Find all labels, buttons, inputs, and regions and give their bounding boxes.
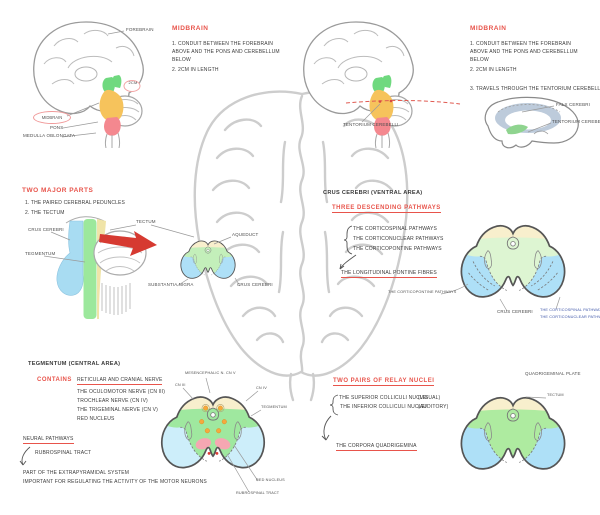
sagittal-brain-right-diagram <box>303 21 414 148</box>
two-major-parts-item1: 1. THE PAIRED CEREBRAL PEDUNCLES <box>25 200 126 206</box>
corticopontine-pointer-label: THE CORTICOPONTINE PATHWAYS <box>388 290 457 294</box>
superior-colliculi-item: THE SUPERIOR COLLICULI NUCLEI <box>339 395 428 401</box>
red-nucleus-right <box>214 438 231 450</box>
sagittal-brain-left-diagram <box>33 21 144 148</box>
red-nucleus-left <box>195 438 212 450</box>
superior-colliculi-type: (VISUAL) <box>418 395 441 401</box>
inferior-colliculi-item: THE INFERIOR COLLICULI NUCLEI <box>340 404 427 410</box>
axial-midbrain-right <box>460 224 566 298</box>
midbrain-point1-right: 1. CONDUIT BETWEEN THE FOREBRAIN ABOVE A… <box>470 41 578 63</box>
inferior-colliculi-type: (AUDITORY) <box>418 404 449 410</box>
tectum-bottom-right-label: TECTUM <box>547 393 564 397</box>
tectum-side-label: TECTUM <box>136 219 156 224</box>
quadrigeminal-plate-label: QUADRIGEMINAL PLATE <box>525 371 581 376</box>
pathway-corticopontine: THE CORTICOPONTINE PATHWAYS <box>353 246 442 252</box>
substantia-nigra-label: SUBSTANTIA NIGRA <box>148 282 194 287</box>
neural-pathways-heading: NEURAL PATHWAYS <box>23 436 74 444</box>
axial-midbrain-bottom <box>160 396 266 469</box>
tentorium-cerebelli-label: TENTORIUM CEREBELLI <box>552 119 600 124</box>
skull-diagram <box>484 96 579 149</box>
two-major-parts-item2: 2. THE TECTUM <box>25 210 65 216</box>
relay-nuclei-heading: TWO PAIRS OF RELAY NUCLEI <box>333 378 435 386</box>
crus-cerebri-side-label: CRUS CEREBRI <box>28 227 64 232</box>
pons-pink-region <box>104 117 121 136</box>
trigeminal-nerve: THE TRIGEMINAL NERVE (CN V) <box>77 407 158 413</box>
mesencephalic-label: MESENCEPHALIC N. CN V <box>185 371 236 375</box>
two-major-parts-heading: TWO MAJOR PARTS <box>22 187 94 194</box>
cn4-label: CN IV <box>256 386 267 390</box>
cranial-nerve-nuclei-dots <box>199 405 227 434</box>
tegmentum-title: TEGMENTUM (CENTRAL AREA) <box>28 361 121 367</box>
length-label: 2CM <box>128 80 138 85</box>
axial-midbrain-center <box>180 240 236 279</box>
three-descending-heading: THREE DESCENDING PATHWAYS <box>332 205 441 213</box>
rubrospinal-dots <box>207 451 219 455</box>
corpora-quadrigemina-note: THE CORPORA QUADRIGEMINA <box>336 443 417 451</box>
legend-corticonuclear: THE CORTICONUCLEAR PATHWAYS <box>540 315 600 319</box>
rubrospinal-tract-label: RUBROSPINAL TRACT <box>236 491 280 495</box>
tegmentum-band <box>83 219 97 319</box>
midbrain-point2-right: 2. 2CM IN LENGTH <box>470 67 517 73</box>
longitudinal-pontine-note: THE LONGITUDINAL PONTINE FIBRES <box>341 270 437 278</box>
falx-cerebri-label: FALX CEREBRI <box>556 102 591 107</box>
cn3-label: CN III <box>175 383 186 387</box>
red-nucleus-label: RED NUCLEUS <box>256 478 285 482</box>
midbrain-label-text: MIDBRAIN <box>41 115 63 120</box>
reticular-cranial-heading: RETICULAR AND CRANIAL NERVE <box>77 377 163 385</box>
tentorium-cerebelli-region <box>506 124 528 135</box>
legend-corticospinal: THE CORTICOSPINAL PATHWAYS <box>540 308 600 312</box>
crus-ventral-title: CRUS CEREBRI (VENTRAL AREA) <box>323 190 423 196</box>
midbrain-point1-left: 1. CONDUIT BETWEEN THE FOREBRAIN ABOVE A… <box>172 41 280 63</box>
midbrain-point3-right: 3. TRAVELS THROUGH THE TENTORIUM CEREBEL… <box>470 86 600 92</box>
aqueduct-label: AQUEDUCT <box>232 232 259 237</box>
crus-cerebri-axial-label: CRUS CEREBRI <box>237 282 273 287</box>
pathway-corticonuclear: THE CORTICONUCLEAR PATHWAYS <box>353 236 444 242</box>
oculomotor-nerve: THE OCULOMOTOR NERVE (CN III) <box>77 389 166 395</box>
pons-label: PONS <box>50 125 64 130</box>
midbrain-heading-right: MIDBRAIN <box>470 25 507 32</box>
faint-brain-sketch <box>193 90 409 402</box>
crus-cerebri-right-label: CRUS CEREBRI <box>497 309 533 314</box>
tegmentum-side-label: TEGMENTUM <box>25 251 56 256</box>
motor-neurons-note: IMPORTANT FOR REGULATING THE ACTIVITY OF… <box>23 479 207 485</box>
extrapyramidal-note: PART OF THE EXTRAPYRAMIDAL SYSTEM <box>23 470 130 476</box>
midbrain-point2-left: 2. 2CM IN LENGTH <box>172 67 219 73</box>
2cm-circle <box>123 80 141 92</box>
tegmentum-axial-label: TEGMENTUM <box>261 405 287 409</box>
red-nucleus-item: RED NUCLEUS <box>77 416 115 422</box>
midbrain-heading-left: MIDBRAIN <box>172 25 209 32</box>
trochlear-nerve: TROCHLEAR NERVE (CN IV) <box>77 398 148 404</box>
contains-label: CONTAINS <box>37 377 72 383</box>
forebrain-label: FOREBRAIN <box>126 27 154 32</box>
colliculi-green-region <box>102 77 115 94</box>
pathway-corticospinal: THE CORTICOSPINAL PATHWAYS <box>353 226 438 232</box>
axial-midbrain-bottom-right <box>460 396 566 470</box>
midbrain-orange-region <box>99 89 124 123</box>
arrow-rubrospinal <box>21 446 31 466</box>
rubrospinal-tract-item: RUBROSPINAL TRACT <box>35 450 92 456</box>
aqueduct-opening <box>206 248 210 252</box>
medulla-label: MEDULLA OBLONGATA <box>23 133 76 138</box>
midbrain-circled-label: MIDBRAIN <box>33 111 71 124</box>
arrow-to-corpora <box>323 415 332 441</box>
tentorium-label: TENTORIUM CEREBELLI <box>343 122 399 127</box>
